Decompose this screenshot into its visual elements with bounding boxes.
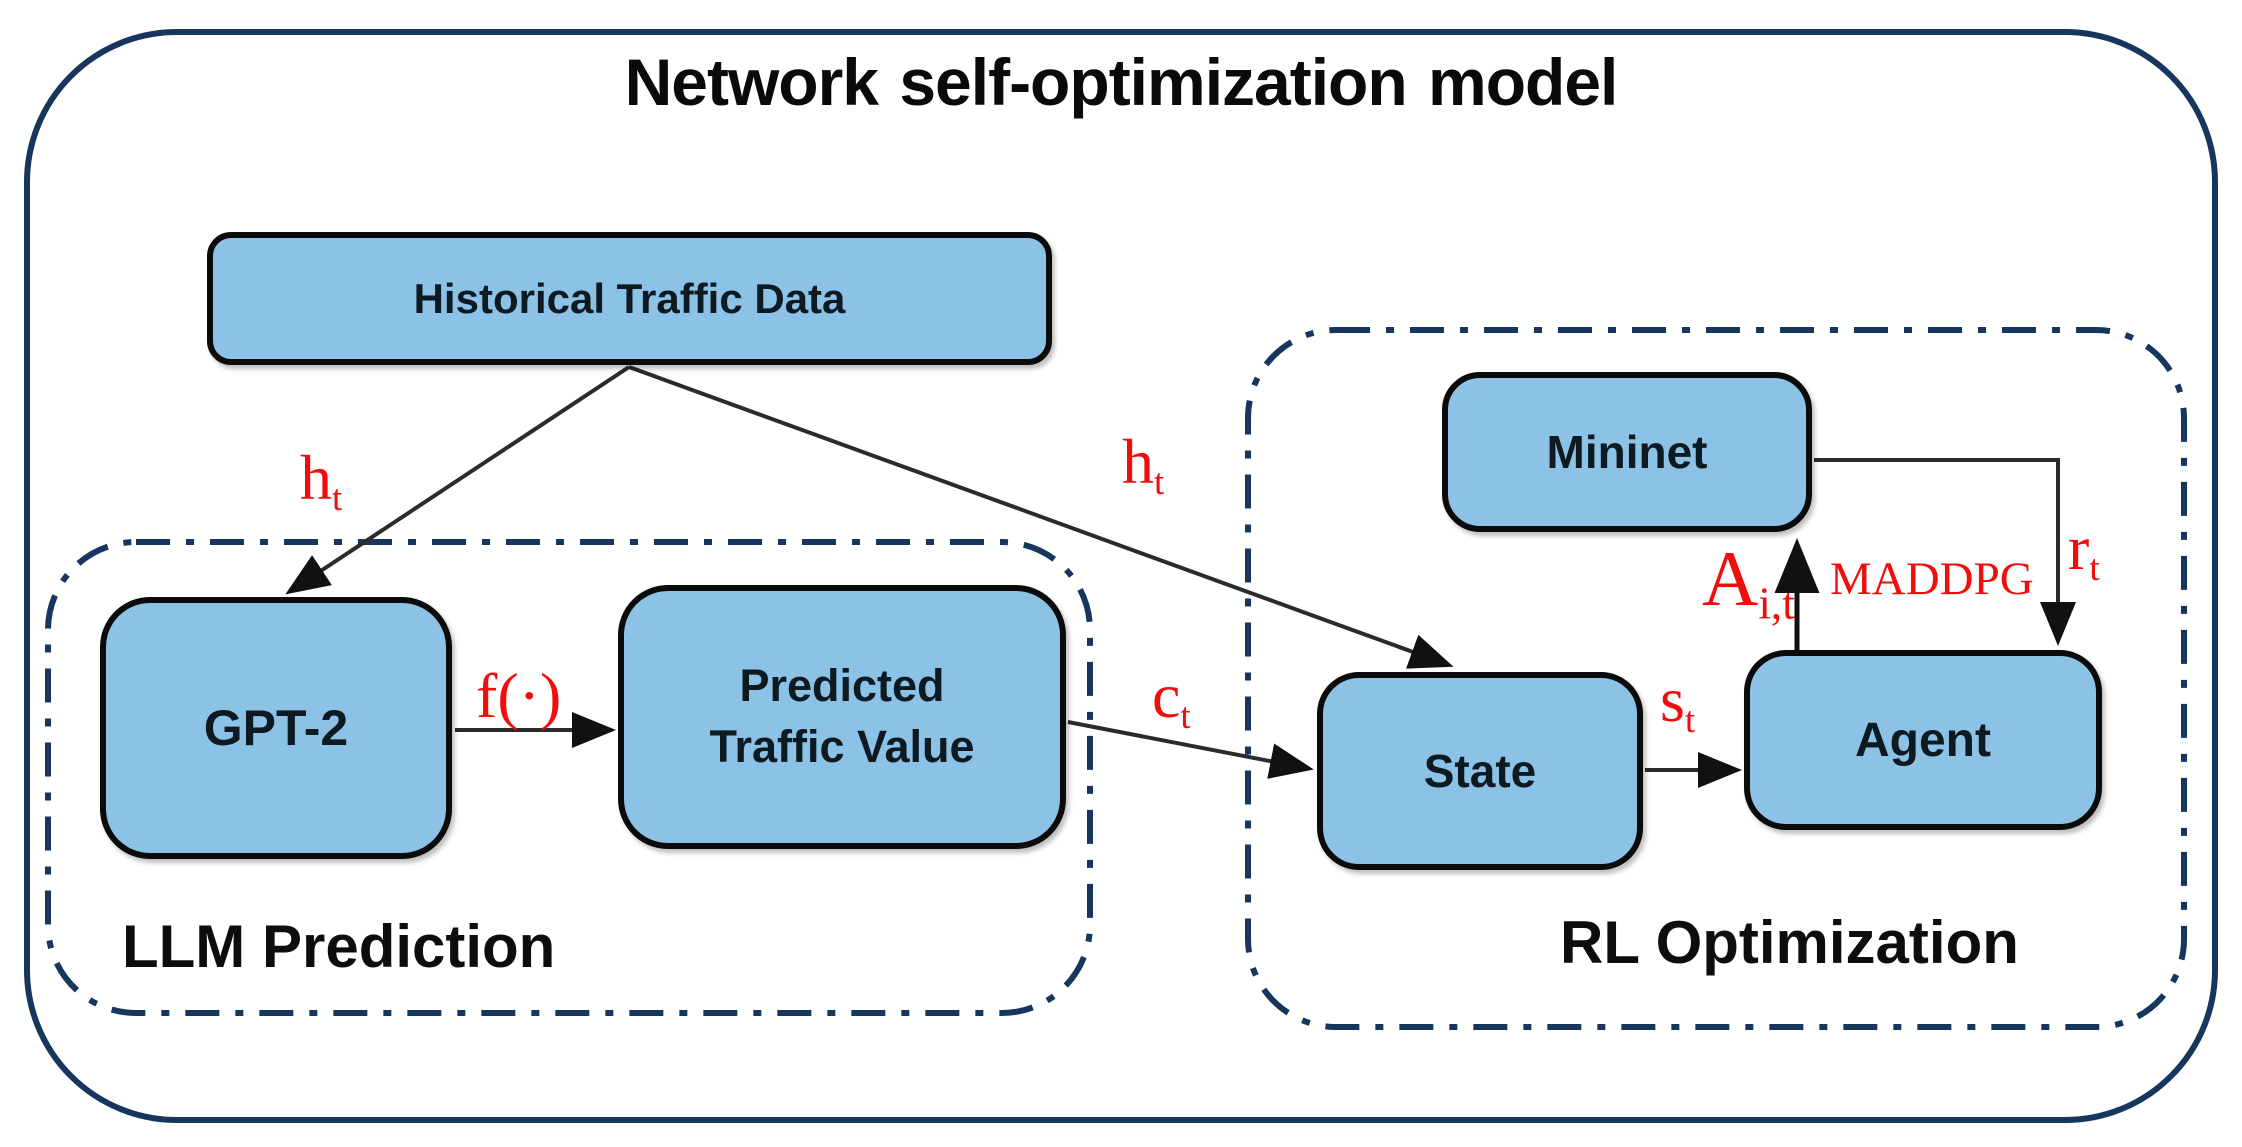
edge-label-ht-left: ht — [300, 446, 343, 520]
edge-label-ct-main: c — [1152, 660, 1181, 731]
edge-label-st-sub: t — [1684, 700, 1696, 742]
edge-label-ct: ct — [1152, 664, 1191, 738]
edge-mininet-to-agent — [1814, 458, 2076, 646]
historical-traffic-data-label: Historical Traffic Data — [413, 274, 846, 322]
edge-label-ait-sub: i,t — [1758, 578, 1795, 629]
edge-label-st: st — [1660, 668, 1696, 742]
rl-optimization-section-border — [1245, 327, 2187, 1030]
outer-model-border — [24, 29, 2218, 1123]
edge-predicted-to-state — [1067, 720, 1314, 779]
rl-optimization-section-label: RL Optimization — [1560, 909, 2019, 976]
agent-box: Agent — [1744, 650, 2102, 830]
edge-label-ht-right-main: h — [1122, 426, 1154, 497]
state-label: State — [1423, 745, 1537, 797]
edge-label-st-main: s — [1660, 664, 1685, 735]
edge-label-ait: Ai,t — [1702, 540, 1795, 627]
edge-label-ht-left-main: h — [300, 442, 332, 513]
edge-label-rt: rt — [2068, 516, 2100, 590]
edge-label-ht-left-sub: t — [332, 478, 343, 520]
gpt2-box: GPT-2 — [100, 597, 452, 859]
edge-label-f-main: f(·) — [476, 660, 562, 731]
edge-historical-to-gpt2 — [285, 365, 631, 595]
diagram-title: Network self-optimization model — [624, 45, 1619, 119]
historical-traffic-data-box: Historical Traffic Data — [207, 232, 1052, 365]
edge-label-rt-sub: t — [2089, 548, 2100, 590]
state-box: State — [1317, 672, 1643, 870]
edge-label-maddpg-main: MADDPG — [1830, 553, 2034, 605]
edge-label-maddpg: MADDPG — [1830, 556, 2034, 603]
edge-label-ht-right-sub: t — [1154, 462, 1165, 504]
llm-prediction-section-border — [45, 539, 1093, 1016]
agent-label: Agent — [1855, 713, 1991, 767]
mininet-label: Mininet — [1546, 426, 1708, 478]
edge-historical-to-state — [628, 365, 1454, 669]
mininet-box: Mininet — [1442, 372, 1812, 532]
gpt2-label: GPT-2 — [203, 700, 349, 756]
edge-label-ct-sub: t — [1180, 696, 1191, 738]
edge-label-ait-main: A — [1702, 535, 1759, 622]
llm-prediction-section-label: LLM Prediction — [122, 913, 556, 980]
edge-label-ht-right: ht — [1122, 430, 1165, 504]
edge-label-f: f(·) — [476, 664, 561, 728]
predicted-traffic-value-box: Predicted Traffic Value — [618, 585, 1066, 849]
predicted-traffic-value-label: Predicted Traffic Value — [709, 660, 975, 772]
edge-label-rt-main: r — [2068, 512, 2090, 583]
